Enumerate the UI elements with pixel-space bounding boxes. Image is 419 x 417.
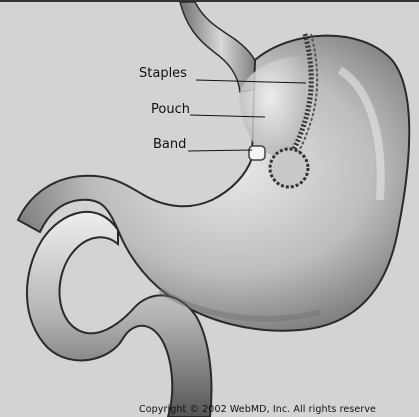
label-pouch: Pouch (151, 103, 190, 117)
leader-band (188, 150, 252, 151)
copyright-notice: Copyright © 2002 WebMD, Inc. All rights … (139, 404, 376, 415)
staple-ring (270, 149, 308, 187)
label-staples: Staples (139, 67, 187, 81)
gastric-band (249, 146, 265, 160)
label-band: Band (153, 138, 186, 152)
